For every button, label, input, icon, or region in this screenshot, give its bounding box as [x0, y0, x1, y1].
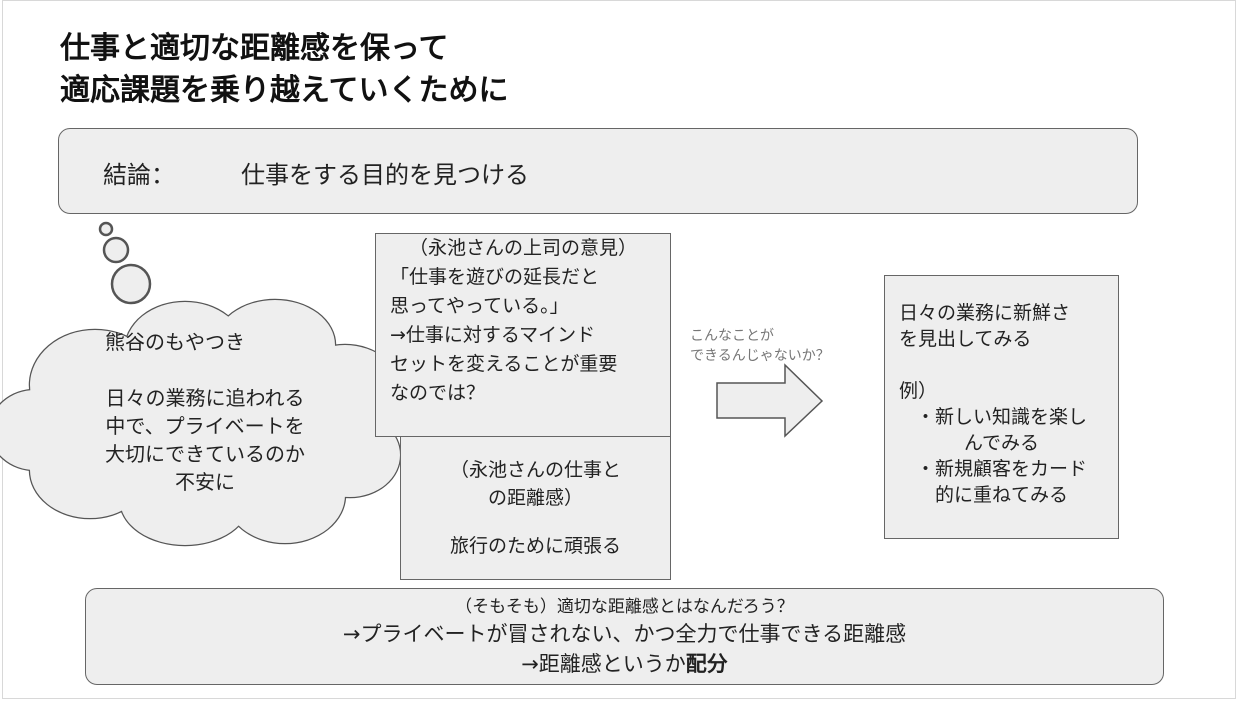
cloud-line: 大切にできているのか — [105, 442, 305, 466]
arrow-label-line: できるんじゃないか？ — [690, 348, 830, 364]
title-line-1: 仕事と適切な距離感を保って — [60, 31, 449, 66]
cloud-text: 熊谷のもやつき 日々の業務に追われる 中で、プライベートを 大切にできているのか… — [40, 328, 370, 496]
box-line: の距離感） — [487, 487, 583, 509]
slide-title: 仕事と適切な距離感を保って 適応課題を乗り越えていくために — [60, 28, 509, 112]
box-line: なのでは？ — [390, 382, 486, 404]
thought-bubble-large — [110, 263, 152, 305]
cloud-line: 日々の業務に追われる — [105, 386, 305, 410]
box-line: （永池さんの上司の意見） — [408, 237, 637, 259]
cloud-line: 中で、プライベートを — [105, 414, 305, 438]
boss-opinion-box: （永池さんの上司の意見） 「仕事を遊びの延長だと 思ってやっている。」 →仕事に… — [375, 233, 671, 437]
summary-emphasis: 配分 — [685, 652, 728, 676]
box-line: 思ってやっている。」 — [390, 295, 569, 317]
arrow-label-line: こんなことが — [690, 328, 774, 344]
box-line: 旅行のために頑張る — [449, 535, 621, 557]
conclusion-box: 結論： 仕事をする目的を見つける — [58, 128, 1138, 214]
box-line: 例） — [899, 380, 938, 402]
title-line-2: 適応課題を乗り越えていくために — [60, 73, 509, 108]
box-line: んでみる — [963, 432, 1040, 454]
conclusion-value: 仕事をする目的を見つける — [241, 161, 529, 189]
box-line: ・新しい知識を楽し — [915, 406, 1087, 428]
summary-line-3-text: →距離感というか — [521, 652, 686, 676]
summary-box: （そもそも）適切な距離感とはなんだろう？ →プライベートが冒されない、かつ全力で… — [85, 588, 1164, 685]
box-line: 日々の業務に新鮮さ — [899, 302, 1071, 324]
box-line: （永池さんの仕事と — [449, 459, 621, 481]
box-line: ・新規顧客をカード — [915, 458, 1087, 480]
box-line: セットを変えることが重要 — [390, 353, 618, 375]
thought-bubble-medium — [102, 236, 130, 264]
nagaike-distance-box: （永池さんの仕事と の距離感） 旅行のために頑張る — [400, 435, 671, 580]
box-line: 「仕事を遊びの延長だと — [390, 266, 600, 288]
summary-line-2: →プライベートが冒されない、かつ全力で仕事できる距離感 — [342, 622, 907, 646]
arrow-label: こんなことが できるんじゃないか？ — [690, 326, 830, 366]
summary-question: （そもそも）適切な距離感とはなんだろう？ — [455, 597, 794, 617]
cloud-heading: 熊谷のもやつき — [105, 330, 245, 354]
cloud-line: 不安に — [175, 470, 235, 494]
proposal-box: 日々の業務に新鮮さ を見出してみる 例） ・新しい知識を楽し んでみる ・新規顧… — [884, 275, 1119, 539]
conclusion-label: 結論： — [103, 161, 175, 189]
box-line: 的に重ねてみる — [934, 484, 1068, 506]
box-line: →仕事に対するマインド — [390, 324, 596, 346]
summary-line-3: →距離感というか配分 — [86, 649, 1163, 679]
box-line: を見出してみる — [899, 328, 1032, 350]
thought-bubble-small — [98, 221, 114, 237]
